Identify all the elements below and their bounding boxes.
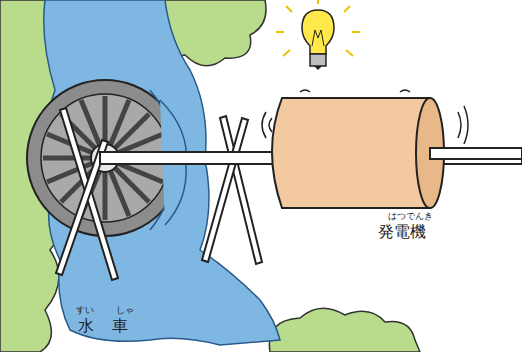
reading-label: すい: [76, 306, 94, 315]
reading-label: はつでんき: [388, 212, 433, 221]
wooden-supports: [56, 108, 262, 280]
light-bulb: [276, 0, 360, 70]
part-label: 発電機: [378, 224, 426, 240]
generator: [262, 90, 522, 208]
part-label: 水車: [78, 318, 146, 334]
reading-label: しゃ: [116, 306, 134, 315]
